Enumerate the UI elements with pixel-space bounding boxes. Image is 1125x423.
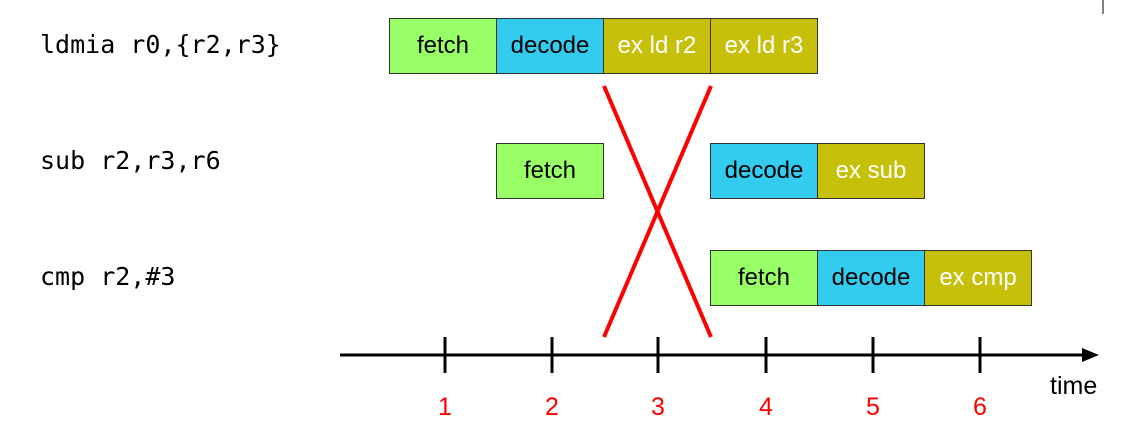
cmp-decode-stage: decode	[817, 250, 925, 306]
time-axis-label: time	[1050, 372, 1097, 400]
stall-cross	[602, 85, 713, 338]
cmp-fetch-stage: fetch	[710, 250, 818, 306]
sub-fetch-stage: fetch	[496, 143, 604, 199]
stall-cross-line-b	[602, 85, 713, 338]
tick-label-6: 6	[973, 393, 987, 421]
sub-decode-stage: decode	[710, 143, 818, 199]
ldmia-ex-ld-r3-stage: ex ld r3	[710, 18, 818, 74]
time-axis-arrowhead	[1082, 348, 1099, 362]
ldmia-ex-ld-r2-stage: ex ld r2	[603, 18, 711, 74]
sub-ex-sub-stage: ex sub	[817, 143, 925, 199]
ldmia-fetch-stage: fetch	[389, 18, 497, 74]
tick-label-1: 1	[438, 393, 452, 421]
tick-label-2: 2	[545, 393, 559, 421]
instruction-sub: sub r2,r3,r6	[40, 146, 221, 175]
tick-label-5: 5	[866, 393, 880, 421]
tick-label-3: 3	[651, 393, 665, 421]
instruction-cmp: cmp r2,#3	[40, 262, 176, 291]
tick-label-4: 4	[759, 393, 773, 421]
cmp-ex-cmp-stage: ex cmp	[924, 250, 1032, 306]
instruction-ldmia: ldmia r0,{r2,r3}	[40, 30, 281, 59]
time-axis: 1 2 3 4 5 6 time	[340, 337, 1099, 421]
